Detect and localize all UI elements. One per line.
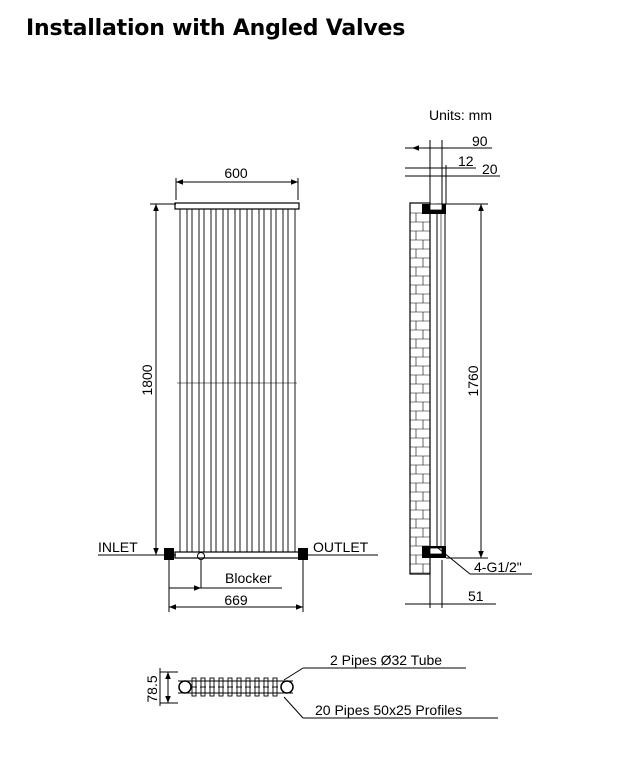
dim-90-label: 90 [472, 133, 488, 149]
outlet-label: OUTLET [313, 539, 369, 555]
width-dimension-label: 600 [224, 165, 248, 181]
radiator-tube [227, 209, 236, 552]
tube-label: 2 Pipes Ø32 Tube [330, 652, 442, 668]
front-view [98, 178, 378, 612]
height-dimension-label: 1800 [139, 364, 155, 395]
dim-1760-label: 1760 [465, 365, 481, 396]
radiator-tube [263, 209, 272, 552]
radiator-tube [287, 209, 296, 552]
section-profile [191, 677, 197, 697]
section-profile [236, 677, 242, 697]
radiator-tube [251, 209, 260, 552]
radiator-tube [203, 209, 212, 552]
inlet-label: INLET [98, 539, 138, 555]
section-profile [200, 677, 206, 697]
dim-20-label: 20 [482, 161, 498, 177]
dim-12-label: 12 [458, 153, 474, 169]
side-view [405, 140, 532, 608]
section-profile [263, 677, 269, 697]
units-label: Units: mm [429, 107, 492, 123]
dim-51-label: 51 [468, 588, 484, 604]
section-profile [218, 677, 224, 697]
radiator-tube [179, 209, 188, 552]
section-view [159, 667, 498, 719]
section-profile [209, 677, 215, 697]
fitting-label: 4-G1/2" [474, 559, 522, 575]
section-profile [272, 677, 278, 697]
valve-spacing-label: 669 [224, 592, 248, 608]
radiator-tube [191, 209, 200, 552]
section-profile [227, 677, 233, 697]
page-title: Installation with Angled Valves [26, 16, 406, 41]
radiator-tube [215, 209, 224, 552]
section-profile [254, 677, 260, 697]
section-profile [245, 677, 251, 697]
radiator-tube [239, 209, 248, 552]
blocker-label: Blocker [225, 570, 272, 586]
section-depth-label: 78.5 [144, 675, 160, 702]
profile-label: 20 Pipes 50x25 Profiles [315, 702, 462, 718]
radiator-tube [275, 209, 284, 552]
